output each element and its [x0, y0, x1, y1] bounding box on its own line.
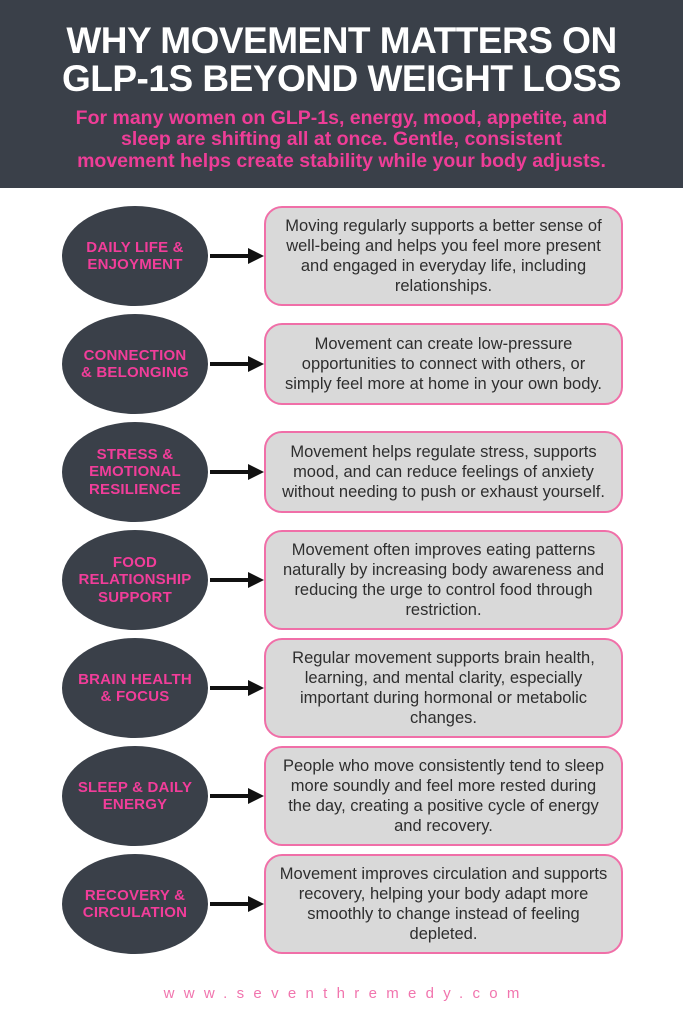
topic-oval: CONNECTION & BELONGING	[62, 314, 208, 414]
topic-rows: DAILY LIFE & ENJOYMENT Moving regularly …	[0, 188, 683, 958]
description-text: Movement often improves eating patterns …	[282, 540, 605, 620]
description-card: Movement improves circulation and suppor…	[264, 853, 623, 955]
description-card: Movement can create low-pressure opportu…	[264, 323, 623, 405]
description-card: Movement helps regulate stress, supports…	[264, 431, 623, 513]
description-card: People who move consistently tend to sle…	[264, 745, 623, 847]
topic-row-connection: CONNECTION & BELONGING Movement can crea…	[62, 310, 623, 418]
topic-row-brain: BRAIN HEALTH & FOCUS Regular movement su…	[62, 634, 623, 742]
description-text: Regular movement supports brain health, …	[292, 648, 595, 728]
topic-row-stress: STRESS & EMOTIONAL RESILIENCE Movement h…	[62, 418, 623, 526]
topic-oval: STRESS & EMOTIONAL RESILIENCE	[62, 422, 208, 522]
description-text: Movement can create low-pressure opportu…	[284, 334, 602, 394]
topic-row-daily-life: DAILY LIFE & ENJOYMENT Moving regularly …	[62, 202, 623, 310]
description-card: Movement often improves eating patterns …	[264, 529, 623, 631]
description-text: Movement helps regulate stress, supports…	[282, 442, 605, 502]
arrow-right-icon	[210, 680, 264, 696]
topic-row-sleep: SLEEP & DAILY ENERGY People who move con…	[62, 742, 623, 850]
page-subtitle: For many women on GLP-1s, energy, mood, …	[75, 106, 608, 172]
topic-label: DAILY LIFE & ENJOYMENT	[86, 238, 184, 273]
page-title: WHY MOVEMENT MATTERS ON GLP-1S BEYOND WE…	[62, 20, 622, 100]
description-text: Moving regularly supports a better sense…	[285, 216, 602, 296]
topic-label: BRAIN HEALTH & FOCUS	[78, 670, 192, 705]
topic-label: SLEEP & DAILY ENERGY	[77, 778, 193, 813]
arrow-right-icon	[210, 464, 264, 480]
footer: www.seventhremedy.com	[0, 962, 683, 1024]
topic-oval: DAILY LIFE & ENJOYMENT	[62, 206, 208, 306]
header-banner: WHY MOVEMENT MATTERS ON GLP-1S BEYOND WE…	[0, 0, 683, 188]
topic-oval: FOOD RELATIONSHIP SUPPORT	[62, 530, 208, 630]
arrow-right-icon	[210, 248, 264, 264]
website-url: www.seventhremedy.com	[163, 984, 529, 1002]
arrow-right-icon	[210, 572, 264, 588]
topic-row-food: FOOD RELATIONSHIP SUPPORT Movement often…	[62, 526, 623, 634]
arrow-right-icon	[210, 896, 264, 912]
description-card: Regular movement supports brain health, …	[264, 637, 623, 739]
description-text: Movement improves circulation and suppor…	[279, 864, 608, 944]
arrow-right-icon	[210, 788, 264, 804]
topic-label: FOOD RELATIONSHIP SUPPORT	[78, 554, 192, 606]
arrow-right-icon	[210, 356, 264, 372]
topic-label: CONNECTION & BELONGING	[80, 346, 190, 381]
topic-oval: RECOVERY & CIRCULATION	[62, 854, 208, 954]
topic-oval: BRAIN HEALTH & FOCUS	[62, 638, 208, 738]
topic-row-recovery: RECOVERY & CIRCULATION Movement improves…	[62, 850, 623, 958]
topic-label: STRESS & EMOTIONAL RESILIENCE	[88, 446, 181, 498]
description-text: People who move consistently tend to sle…	[282, 756, 605, 836]
topic-oval: SLEEP & DAILY ENERGY	[62, 746, 208, 846]
topic-label: RECOVERY & CIRCULATION	[82, 886, 188, 921]
description-card: Moving regularly supports a better sense…	[264, 205, 623, 307]
